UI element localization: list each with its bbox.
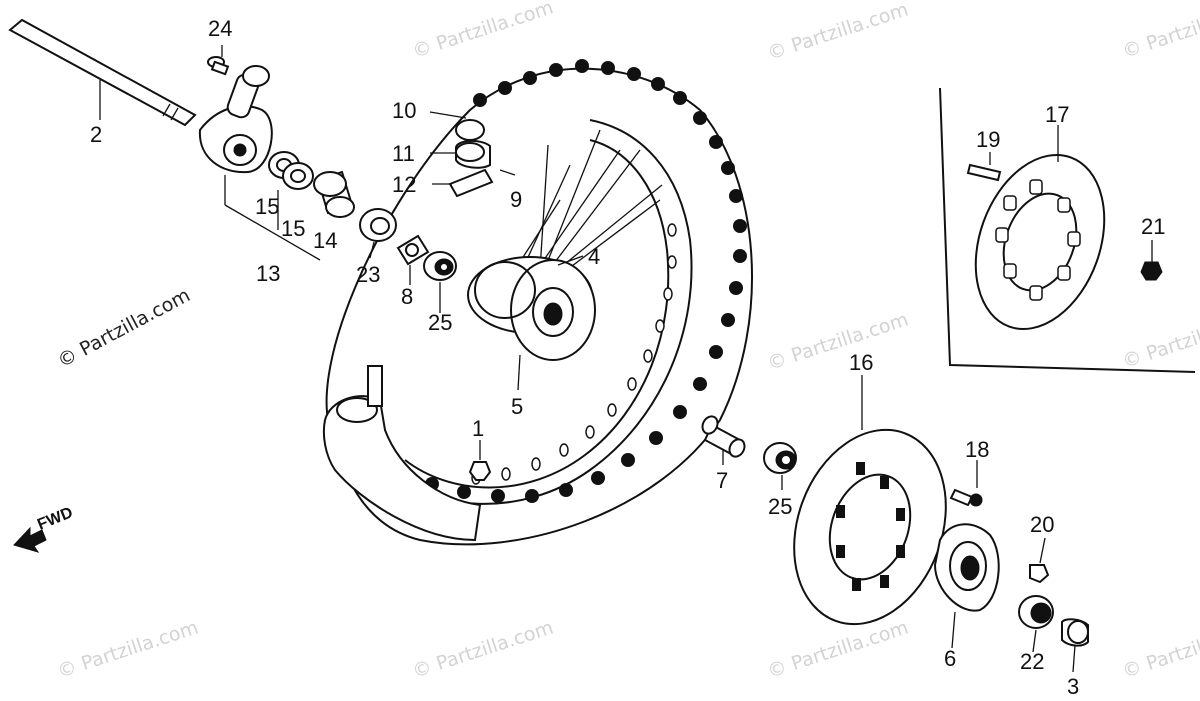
- callout-4: 4: [588, 244, 600, 269]
- callout-7: 7: [716, 468, 728, 493]
- hub-dust-seal: [1018, 595, 1054, 629]
- callout-20: 20: [1030, 512, 1054, 537]
- front-axle: [8, 18, 197, 127]
- forward-arrow-icon: [13, 526, 47, 553]
- spoke-nipple: [468, 461, 492, 481]
- disc-bolt-optional: [966, 163, 1002, 182]
- watermark: © Partzilla.com: [1120, 0, 1200, 63]
- valve-parts: [448, 119, 494, 198]
- speedometer-gearbox: [198, 65, 273, 174]
- callout-14: 14: [313, 228, 337, 253]
- watermark: © Partzilla.com: [55, 617, 201, 683]
- gearbox-washers: [268, 151, 314, 190]
- callout-labels: 1 2 3 4 5 6 7 8 9 10 11 12 13 14 15 15 1…: [90, 16, 1165, 699]
- callout-18: 18: [965, 437, 989, 462]
- callout-21: 21: [1141, 214, 1165, 239]
- callout-25-right: 25: [768, 494, 792, 519]
- rim-inner: [404, 139, 670, 489]
- speedometer-gear-retainer: [313, 170, 355, 218]
- optional-parts-frame: [939, 87, 1196, 373]
- watermark: © Partzilla.com: [1120, 617, 1200, 683]
- watermark: © Partzilla.com: [765, 309, 911, 375]
- callout-17: 17: [1045, 102, 1069, 127]
- dust-seal: [359, 208, 397, 242]
- callout-3: 3: [1067, 674, 1079, 699]
- axle-distance-collar: [701, 415, 746, 458]
- gearbox-group-bracket: [224, 204, 321, 261]
- wheel-hub: [467, 256, 596, 361]
- disc-bolt: [949, 488, 983, 507]
- callout-1: 1: [472, 416, 484, 441]
- rim-strip-tab: [367, 365, 383, 407]
- watermark: © Partzilla.com: [765, 0, 911, 65]
- watermark: © Partzilla.com: [410, 0, 556, 63]
- watermark: © Partzilla.com: [54, 284, 194, 372]
- leader-lines: [99, 45, 1153, 673]
- watermark: © Partzilla.com: [765, 617, 911, 683]
- disc-nut: [1029, 564, 1050, 584]
- watermark: © Partzilla.com: [410, 617, 556, 683]
- disc-hub-flange: [933, 523, 1000, 612]
- brake-disc-optional: [974, 153, 1106, 331]
- callout-16: 16: [849, 350, 873, 375]
- callout-23: 23: [356, 262, 380, 287]
- callout-15-lower: 15: [281, 216, 305, 241]
- brake-disc-main: [793, 428, 947, 626]
- wheel-bearing-left: [423, 251, 457, 281]
- forward-direction-indicator: FWD: [13, 504, 75, 553]
- callout-11: 11: [392, 141, 415, 166]
- callout-24: 24: [208, 16, 232, 41]
- watermark: © Partzilla.com: [1120, 307, 1200, 373]
- callout-2: 2: [90, 122, 102, 147]
- callout-9: 9: [510, 187, 522, 212]
- callout-25-left: 25: [428, 310, 452, 335]
- callout-12: 12: [392, 172, 416, 197]
- side-collar: [1061, 618, 1089, 647]
- disc-nut-optional: [1140, 261, 1163, 281]
- callout-15-upper: 15: [255, 194, 279, 219]
- callout-8: 8: [401, 284, 413, 309]
- callout-5: 5: [511, 394, 523, 419]
- callout-10: 10: [392, 98, 416, 123]
- gearbox-screw: [207, 56, 230, 76]
- tire-tread: [425, 59, 747, 503]
- callout-13: 13: [256, 261, 280, 286]
- brake-spacer: [396, 234, 430, 266]
- forward-label: FWD: [35, 504, 75, 533]
- callout-19: 19: [976, 127, 1000, 152]
- callout-6: 6: [944, 646, 956, 671]
- wheel-bearing-right: [763, 442, 797, 474]
- callout-22: 22: [1020, 649, 1044, 674]
